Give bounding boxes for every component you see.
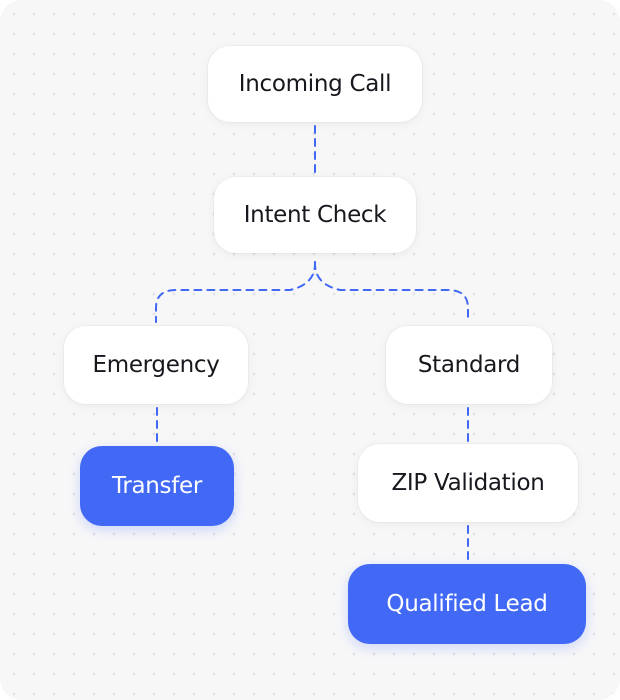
node-label: Intent Check: [243, 202, 387, 228]
node-incoming-call[interactable]: Incoming Call: [208, 46, 422, 122]
node-emergency[interactable]: Emergency: [64, 326, 248, 404]
node-standard[interactable]: Standard: [386, 326, 552, 404]
node-qualified-lead[interactable]: Qualified Lead: [348, 564, 586, 644]
edge-intent-check-to-emergency: [155, 261, 317, 323]
node-label: Qualified Lead: [386, 591, 548, 617]
node-zip-validation[interactable]: ZIP Validation: [358, 444, 578, 522]
node-intent-check[interactable]: Intent Check: [214, 177, 416, 253]
node-transfer[interactable]: Transfer: [80, 446, 234, 526]
node-label: Incoming Call: [238, 71, 392, 97]
node-label: Transfer: [111, 473, 203, 499]
edge-intent-check-to-standard: [313, 261, 469, 323]
node-label: Emergency: [92, 352, 220, 378]
node-label: ZIP Validation: [391, 470, 545, 496]
node-label: Standard: [417, 352, 521, 378]
